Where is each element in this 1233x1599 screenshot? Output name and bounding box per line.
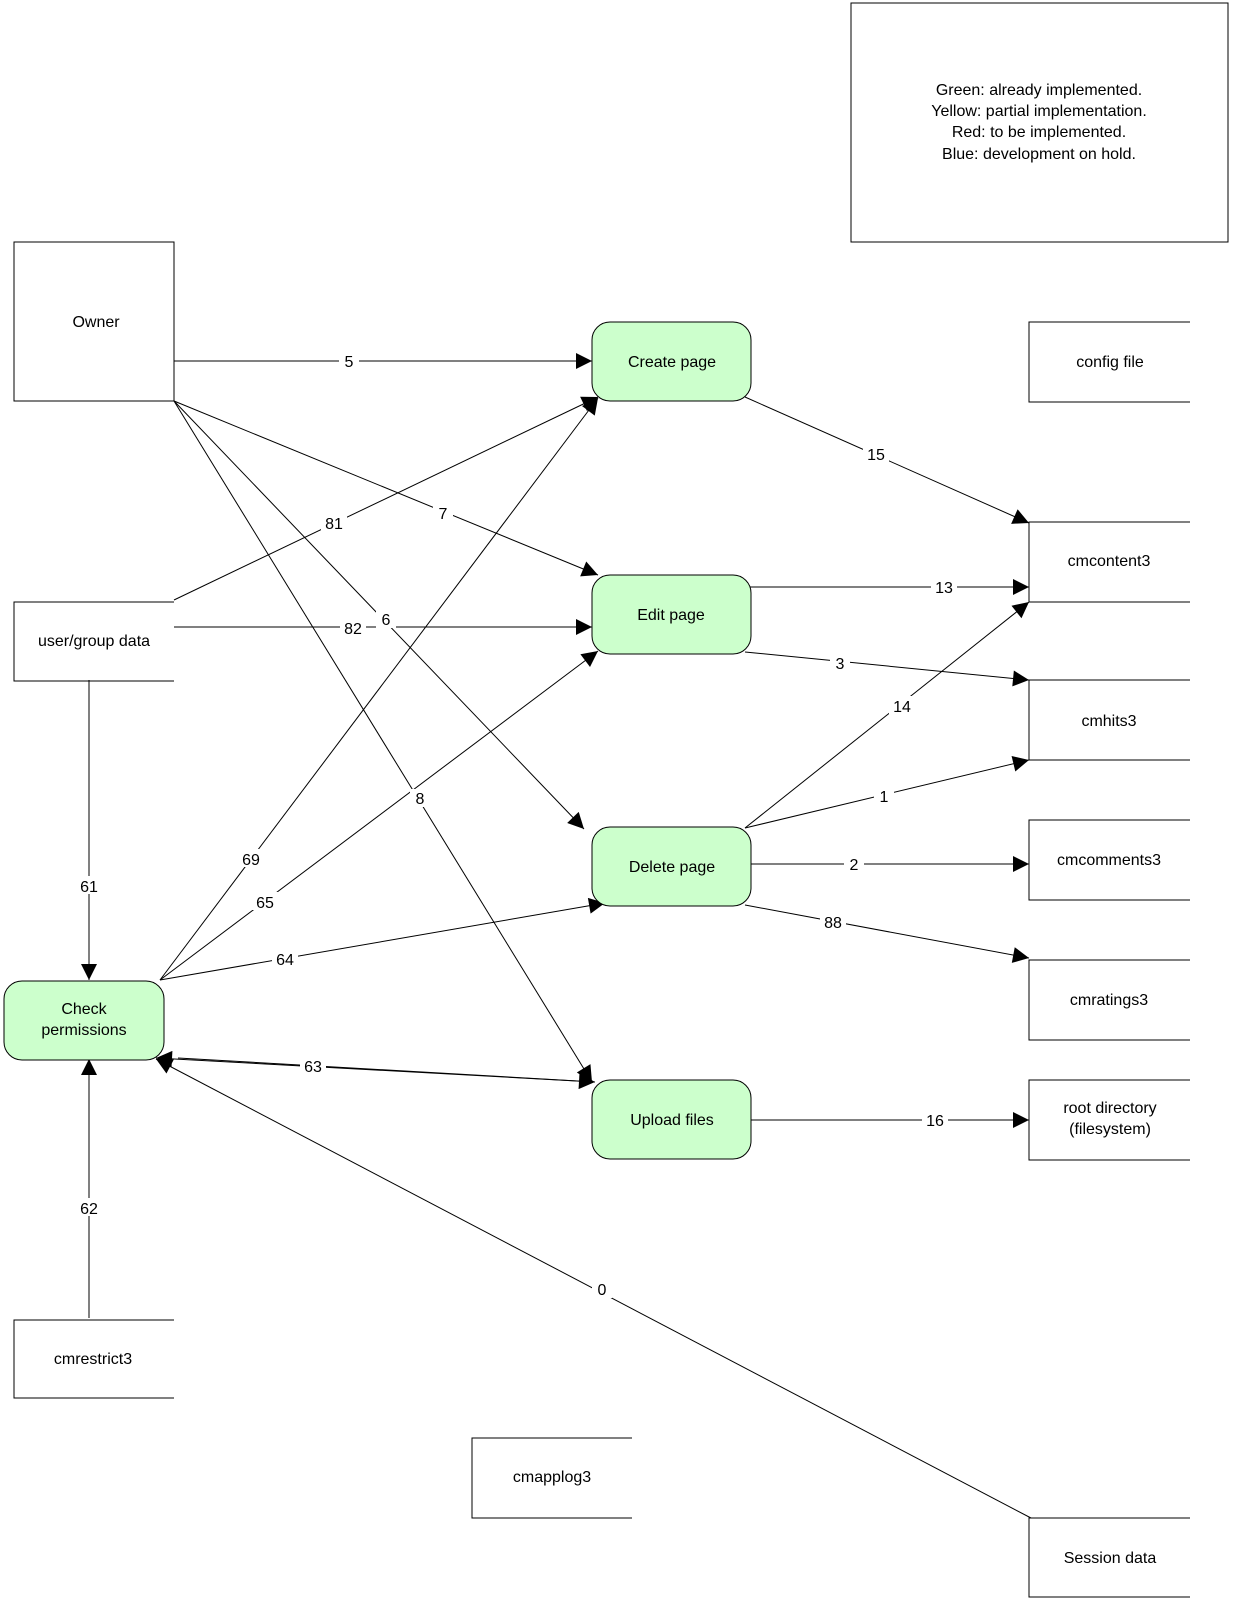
store-user-group-data-label: user/group data bbox=[38, 633, 150, 650]
store-cmrestrict3-label: cmrestrict3 bbox=[54, 1351, 132, 1368]
flow-label-62: 62 bbox=[80, 1201, 98, 1218]
flow-label-16: 16 bbox=[926, 1113, 944, 1130]
flow-label-88: 88 bbox=[824, 915, 842, 932]
entity-owner-label: Owner bbox=[72, 314, 120, 331]
flow-65 bbox=[159, 650, 599, 981]
process-upload-files-label: Upload files bbox=[630, 1112, 714, 1129]
process-check-permissions-label-1: Check bbox=[61, 1001, 107, 1018]
process-edit-page: Edit page bbox=[591, 574, 752, 655]
flow-69 bbox=[159, 397, 599, 981]
store-cmhits3-label: cmhits3 bbox=[1081, 713, 1136, 730]
flow-label-1: 1 bbox=[880, 789, 889, 806]
flow-7 bbox=[173, 400, 599, 577]
flow-label-65: 65 bbox=[256, 895, 274, 912]
flow-label-63: 63 bbox=[304, 1059, 322, 1076]
store-cmcontent3 bbox=[1028, 521, 1190, 603]
flow-88 bbox=[744, 904, 1030, 963]
process-check-permissions-label-2: permissions bbox=[41, 1022, 126, 1039]
store-cmapplog3 bbox=[471, 1437, 632, 1519]
flow-label-64: 64 bbox=[276, 952, 294, 969]
flow-63-back bbox=[155, 1050, 596, 1083]
flow-label-8: 8 bbox=[416, 791, 425, 808]
process-create-page: Create page bbox=[591, 321, 752, 402]
process-create-page-label: Create page bbox=[628, 354, 716, 371]
legend-line-green: Green: already implemented. bbox=[936, 82, 1142, 99]
store-cmrestrict3 bbox=[13, 1319, 174, 1399]
store-root-directory-label-1: root directory bbox=[1063, 1100, 1156, 1117]
flow-label-13: 13 bbox=[935, 580, 953, 597]
flow-label-61: 61 bbox=[80, 879, 98, 896]
flows bbox=[81, 353, 1032, 1519]
store-cmcomments3 bbox=[1028, 819, 1190, 901]
flow-3 bbox=[744, 651, 1030, 687]
process-upload-files: Upload files bbox=[591, 1079, 752, 1160]
store-cmratings3 bbox=[1028, 959, 1190, 1041]
flow-14 bbox=[744, 601, 1030, 829]
flow-8 bbox=[173, 400, 593, 1083]
store-cmapplog3-label: cmapplog3 bbox=[513, 1469, 591, 1486]
legend-line-blue: Blue: development on hold. bbox=[942, 146, 1136, 163]
process-delete-page: Delete page bbox=[591, 826, 752, 907]
store-user-group-data bbox=[13, 601, 174, 682]
process-delete-page-label: Delete page bbox=[629, 859, 715, 876]
flow-label-2: 2 bbox=[850, 857, 859, 874]
process-check-permissions: Check permissions bbox=[3, 980, 165, 1061]
flow-label-5: 5 bbox=[345, 354, 354, 371]
flow-label-7: 7 bbox=[439, 506, 448, 523]
flow-label-82: 82 bbox=[344, 621, 362, 638]
store-config-file-label: config file bbox=[1076, 354, 1144, 371]
flow-label-6: 6 bbox=[382, 612, 391, 629]
store-root-directory-label-2: (filesystem) bbox=[1069, 1121, 1151, 1138]
flow-label-81: 81 bbox=[325, 516, 343, 533]
legend-box: Green: already implemented. Yellow: part… bbox=[850, 2, 1229, 243]
store-cmcontent3-label: cmcontent3 bbox=[1068, 553, 1151, 570]
store-root-directory bbox=[1028, 1079, 1190, 1161]
legend-line-red: Red: to be implemented. bbox=[952, 124, 1126, 141]
flow-64 bbox=[159, 897, 606, 981]
store-config-file bbox=[1028, 321, 1190, 403]
store-cmhits3 bbox=[1028, 679, 1190, 761]
flow-label-14: 14 bbox=[893, 699, 911, 716]
flow-labels: 5 15 7 81 6 82 13 3 14 1 8 61 69 65 2 88 bbox=[76, 352, 957, 1299]
flow-label-15: 15 bbox=[867, 447, 885, 464]
flow-81 bbox=[173, 396, 599, 601]
store-session-data bbox=[1028, 1517, 1190, 1598]
store-cmcomments3-label: cmcomments3 bbox=[1057, 852, 1161, 869]
store-cmratings3-label: cmratings3 bbox=[1070, 992, 1148, 1009]
process-edit-page-label: Edit page bbox=[637, 607, 705, 624]
flow-label-0: 0 bbox=[598, 1282, 607, 1299]
flow-label-3: 3 bbox=[836, 656, 845, 673]
legend-line-yellow: Yellow: partial implementation. bbox=[931, 103, 1147, 120]
flow-label-69: 69 bbox=[242, 852, 260, 869]
entity-owner: Owner bbox=[13, 241, 175, 402]
store-session-data-label: Session data bbox=[1064, 1550, 1157, 1567]
